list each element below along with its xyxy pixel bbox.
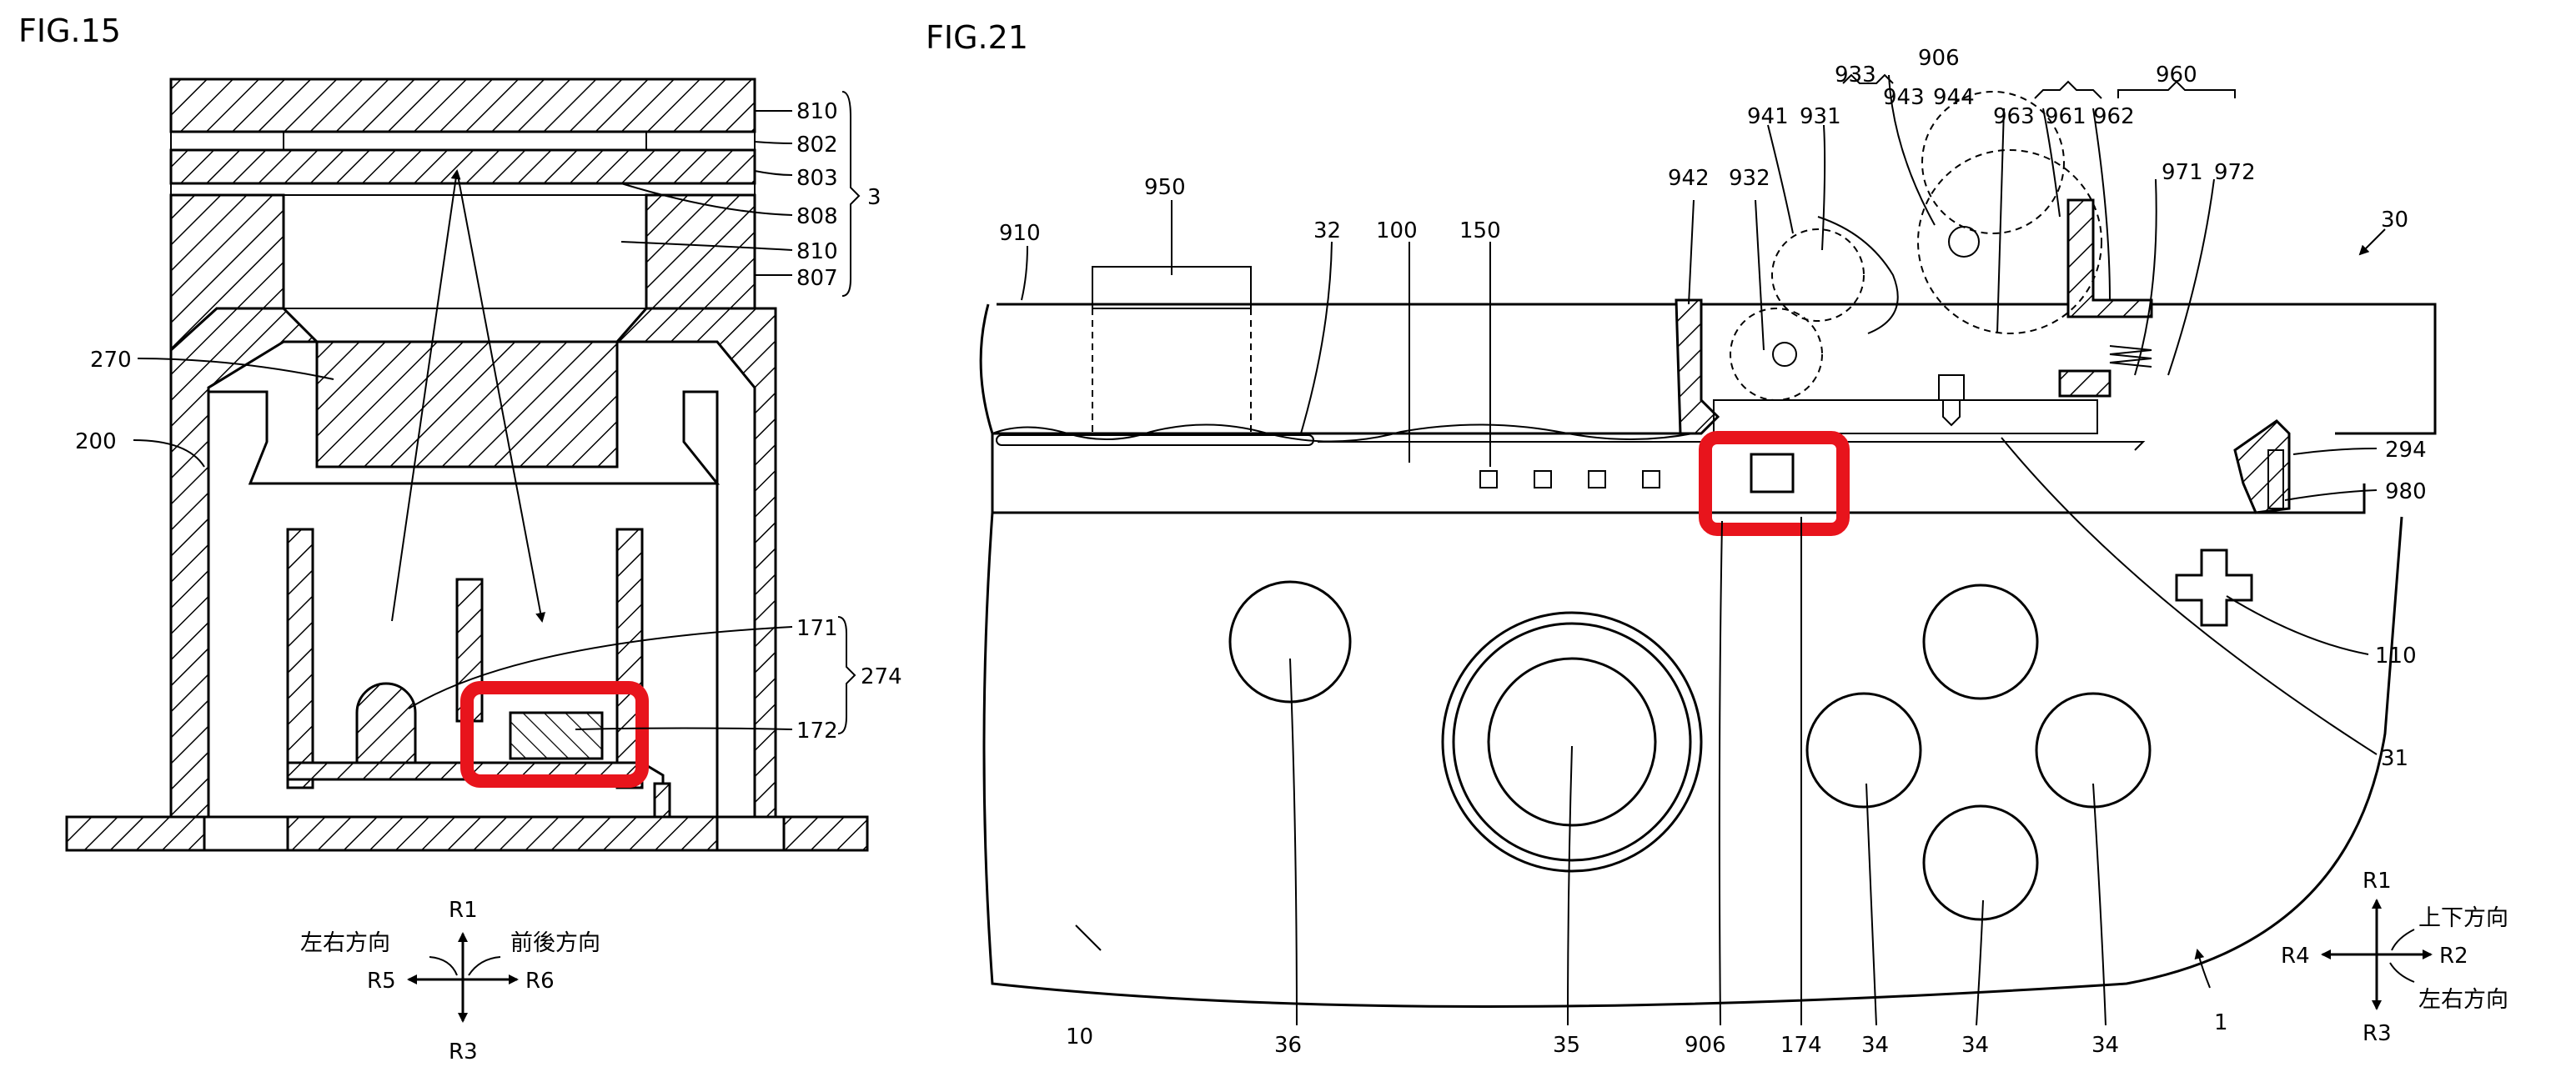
button-34-top [1924, 585, 2037, 699]
gear-932 [1730, 308, 1822, 400]
label-110: 110 [2375, 644, 2417, 669]
label-35: 35 [1553, 1033, 1580, 1058]
axis-r1: R1 [449, 898, 478, 923]
axis-r3: R3 [449, 1039, 478, 1064]
gear-931 [1772, 229, 1864, 321]
lamp-1 [1480, 471, 1497, 488]
dpad-110 [2177, 550, 2252, 625]
upper-right-wall [646, 195, 755, 308]
label-34c: 34 [2091, 1033, 2119, 1058]
spring-cap [2060, 371, 2110, 396]
fig21-direction-indicator: R1 R2 R3 R4 上下方向 左右方向 [2281, 869, 2508, 1046]
label-810b: 810 [796, 239, 838, 264]
wall-left [288, 529, 313, 788]
label-150: 150 [1459, 218, 1501, 243]
label-942: 942 [1668, 166, 1710, 191]
label-294: 294 [2385, 438, 2427, 463]
label-933: 933 [1835, 63, 1876, 88]
label-3: 3 [867, 185, 881, 210]
label-810: 810 [796, 99, 838, 124]
label-30: 30 [2381, 208, 2408, 233]
label-802: 802 [796, 133, 838, 158]
label-972: 972 [2214, 160, 2256, 185]
direction-front-back: 前後方向 [510, 930, 600, 956]
label-174: 174 [1780, 1033, 1822, 1058]
lamp-2 [1534, 471, 1551, 488]
lamp-4 [1643, 471, 1660, 488]
label-803: 803 [796, 166, 838, 191]
direction-left-right-fig21: 左右方向 [2418, 987, 2508, 1013]
label-941: 941 [1747, 104, 1789, 129]
label-100: 100 [1376, 218, 1418, 243]
led-171 [357, 684, 415, 763]
label-200: 200 [75, 429, 117, 454]
label-950: 950 [1144, 175, 1186, 200]
layer-808 [171, 183, 755, 195]
label-980: 980 [2385, 479, 2427, 504]
label-274: 274 [861, 664, 902, 689]
controller-body-10 [984, 513, 2402, 1007]
fig21-panel: FIG.21 [926, 19, 2508, 1058]
label-32: 32 [1313, 218, 1341, 243]
label-34b: 34 [1961, 1033, 1989, 1058]
button-36 [1230, 582, 1350, 702]
axis-r3-fig21: R3 [2363, 1021, 2392, 1046]
part-32 [997, 435, 1313, 445]
button-34-bottom [1924, 806, 2037, 919]
fig15-title: FIG.15 [18, 13, 121, 49]
label-172: 172 [796, 719, 838, 744]
label-931: 931 [1800, 104, 1841, 129]
direction-up-down: 上下方向 [2418, 905, 2508, 931]
axis-r5: R5 [367, 969, 396, 994]
label-944: 944 [1933, 85, 1975, 110]
label-31: 31 [2381, 746, 2408, 771]
label-34a: 34 [1861, 1033, 1889, 1058]
lamp-3 [1589, 471, 1605, 488]
label-171: 171 [796, 616, 838, 641]
label-808: 808 [796, 204, 838, 229]
fig21-title: FIG.21 [926, 19, 1028, 56]
label-963: 963 [1993, 104, 2035, 129]
axis-r2: R2 [2439, 944, 2468, 969]
direction-left-right: 左右方向 [300, 930, 390, 956]
layer-803 [171, 150, 755, 183]
part-294 [2235, 421, 2289, 513]
label-906-bottom: 906 [1685, 1033, 1726, 1058]
sensor-172 [510, 713, 602, 759]
label-961: 961 [2045, 104, 2086, 129]
fig15-panel: FIG.15 [18, 13, 902, 1064]
part-174 [1751, 454, 1793, 492]
label-971: 971 [2162, 160, 2203, 185]
stick-35-outer [1443, 613, 1701, 871]
layer-810-top [171, 79, 755, 132]
axis-r1-fig21: R1 [2363, 869, 2392, 894]
fig15-direction-indicator: R1 R3 R5 R6 左右方向 前後方向 [300, 898, 600, 1064]
label-270: 270 [90, 348, 132, 373]
label-962: 962 [2093, 104, 2135, 129]
button-34-left [1807, 694, 1921, 807]
housing-942 [1676, 300, 1718, 433]
label-906-top: 906 [1918, 46, 1960, 71]
axis-r6: R6 [525, 969, 555, 994]
label-10: 10 [1066, 1024, 1093, 1049]
label-910: 910 [999, 221, 1041, 246]
label-1: 1 [2214, 1010, 2228, 1035]
highlight-box-174 [1705, 438, 1843, 529]
axis-r4: R4 [2281, 944, 2310, 969]
label-932: 932 [1729, 166, 1770, 191]
label-943: 943 [1883, 85, 1925, 110]
layer-802 [171, 132, 755, 150]
stick-35-cap [1489, 659, 1655, 825]
label-807: 807 [796, 266, 838, 291]
label-36: 36 [1274, 1033, 1302, 1058]
label-960: 960 [2156, 63, 2197, 88]
